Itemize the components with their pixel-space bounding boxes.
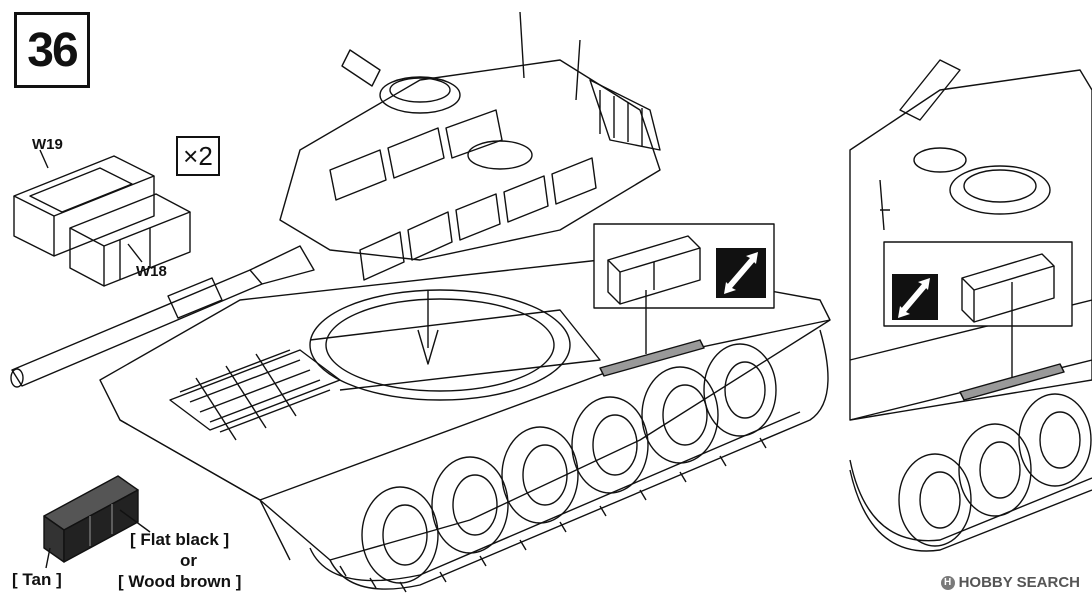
part-label-w18: W18 bbox=[136, 263, 167, 280]
quantity-box: ×2 bbox=[176, 136, 220, 176]
gun-barrel bbox=[10, 245, 315, 388]
color-note-wood-brown: [ Wood brown ] bbox=[118, 572, 242, 591]
flip-arrows-icon bbox=[892, 274, 938, 320]
assembly-arrow bbox=[417, 290, 439, 365]
part-label-w19: W19 bbox=[32, 136, 63, 153]
color-note-tan: [ Tan ] bbox=[12, 570, 62, 589]
color-note-flat-black: [ Flat black ] bbox=[130, 530, 230, 549]
tank-hull bbox=[99, 259, 831, 561]
painted-stowage-box bbox=[43, 475, 151, 569]
turret-ring bbox=[309, 289, 571, 401]
detail-callout bbox=[593, 223, 775, 377]
hobby-search-logo-icon: H bbox=[940, 575, 955, 590]
step-number: 36 bbox=[27, 23, 78, 77]
track bbox=[309, 329, 829, 593]
watermark: H HOBBY SEARCH bbox=[940, 574, 1080, 591]
exploded-stowage-box bbox=[13, 149, 191, 287]
step-number-box: 36 bbox=[14, 12, 90, 88]
tank-turret bbox=[279, 11, 661, 281]
watermark-text: HOBBY SEARCH bbox=[958, 574, 1080, 591]
side-view-tank bbox=[849, 59, 1092, 552]
color-note-or: or bbox=[180, 551, 197, 570]
flip-arrows-icon bbox=[716, 248, 766, 298]
quantity-text: ×2 bbox=[183, 140, 213, 171]
